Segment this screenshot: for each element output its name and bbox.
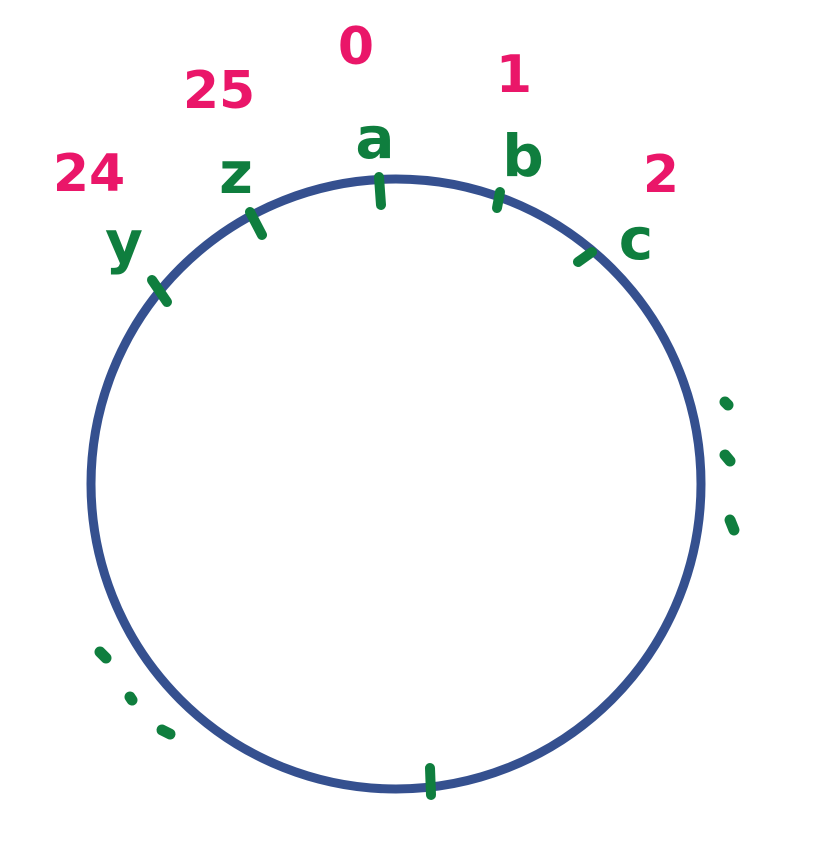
letter-c: c	[619, 205, 653, 273]
letter-a: a	[355, 104, 394, 172]
tick-bottom	[425, 763, 436, 800]
letter-y: y	[105, 208, 143, 276]
ellipsis-right	[719, 396, 740, 536]
number-a: 0	[338, 17, 374, 77]
number-z: 25	[183, 61, 255, 121]
letter-b: b	[502, 122, 544, 190]
number-y: 24	[53, 144, 125, 204]
tick-z	[245, 207, 267, 240]
alphabet-circle	[86, 174, 706, 794]
tick-y	[147, 275, 172, 307]
number-c: 2	[643, 145, 679, 205]
ellipsis-bottom-left	[94, 646, 176, 740]
number-b: 1	[496, 45, 532, 105]
tick-b	[492, 187, 505, 213]
letter-z: z	[219, 139, 253, 207]
tick-a	[374, 172, 386, 210]
tick-c	[573, 247, 597, 267]
